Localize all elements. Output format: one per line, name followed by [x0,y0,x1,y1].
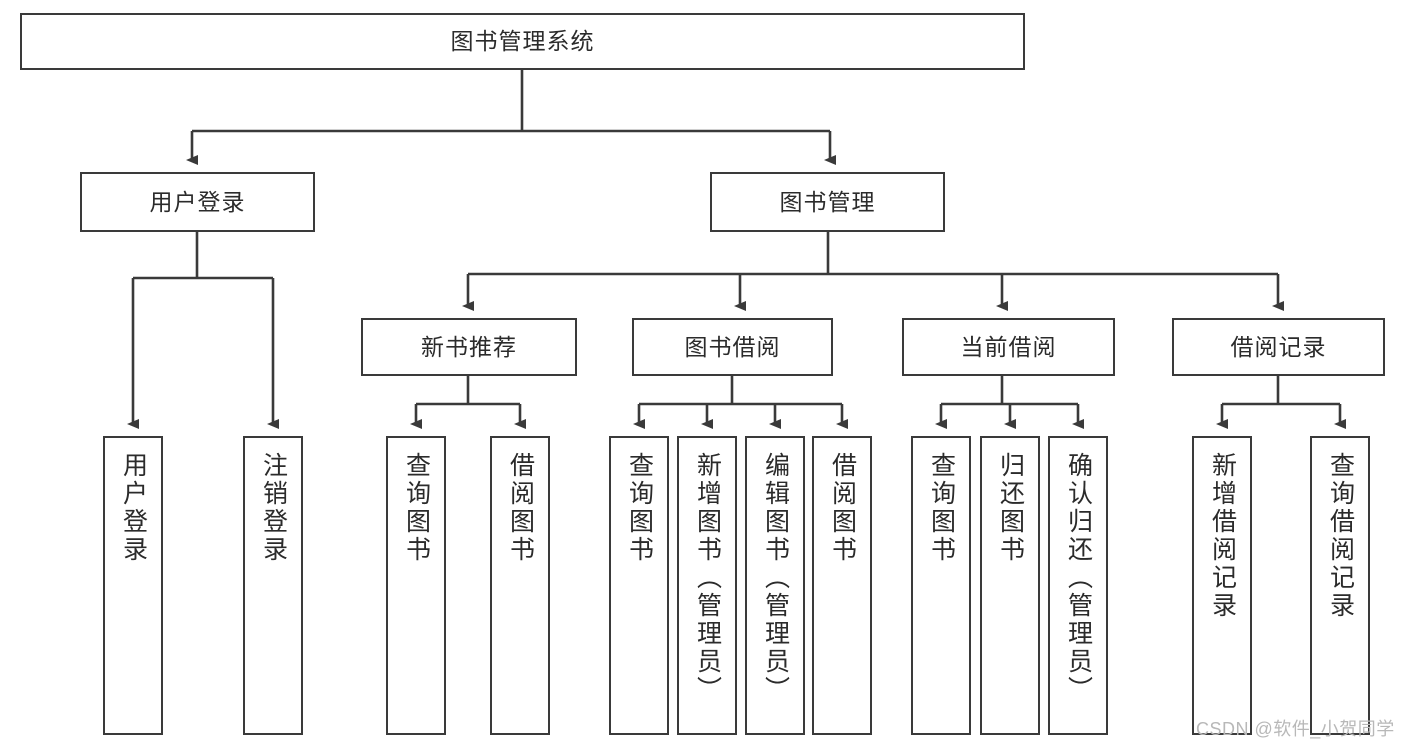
node-label: 用户登录 [149,188,246,215]
node-leaf-query-book-3[interactable]: 查询图书 [911,436,971,735]
node-leaf-query-book-2[interactable]: 查询图书 [609,436,669,735]
node-label: 借阅图书 [828,452,857,564]
node-user-login[interactable]: 用户登录 [80,172,315,232]
node-root-system[interactable]: 图书管理系统 [20,13,1025,70]
node-label: 新增借阅记录 [1208,452,1237,620]
node-leaf-query-borrow-record[interactable]: 查询借阅记录 [1310,436,1370,735]
node-borrow-record[interactable]: 借阅记录 [1172,318,1385,376]
node-label: 用户登录 [119,452,148,564]
node-leaf-borrow-book-1[interactable]: 借阅图书 [490,436,550,735]
node-label: 新增图书（管理员） [693,452,722,704]
node-book-borrow[interactable]: 图书借阅 [632,318,833,376]
node-label: 图书管理 [779,188,876,215]
node-leaf-confirm-return[interactable]: 确认归还（管理员） [1048,436,1108,735]
node-new-book-recommend[interactable]: 新书推荐 [361,318,577,376]
node-label: 查询图书 [927,452,956,564]
watermark-text: CSDN @软件_小贺同学 [1196,719,1395,739]
node-label: 借阅记录 [1230,333,1327,360]
node-label: 确认归还（管理员） [1064,452,1093,704]
node-leaf-borrow-book-2[interactable]: 借阅图书 [812,436,872,735]
node-leaf-edit-book[interactable]: 编辑图书（管理员） [745,436,805,735]
node-label: 当前借阅 [960,333,1057,360]
node-current-borrow[interactable]: 当前借阅 [902,318,1115,376]
node-label: 新书推荐 [421,333,517,360]
node-leaf-add-book[interactable]: 新增图书（管理员） [677,436,737,735]
node-leaf-add-borrow-record[interactable]: 新增借阅记录 [1192,436,1252,735]
node-label: 图书借阅 [684,333,781,360]
node-label: 注销登录 [259,452,288,564]
node-label: 编辑图书（管理员） [761,452,790,704]
node-leaf-user-login[interactable]: 用户登录 [103,436,163,735]
node-label: 查询借阅记录 [1326,452,1355,620]
node-label: 图书管理系统 [450,28,595,55]
node-leaf-logout-login[interactable]: 注销登录 [243,436,303,735]
node-label: 借阅图书 [506,452,535,564]
node-leaf-query-book-1[interactable]: 查询图书 [386,436,446,735]
node-label: 查询图书 [625,452,654,564]
node-label: 归还图书 [996,452,1025,564]
node-label: 查询图书 [402,452,431,564]
node-leaf-return-book[interactable]: 归还图书 [980,436,1040,735]
node-book-management[interactable]: 图书管理 [710,172,945,232]
